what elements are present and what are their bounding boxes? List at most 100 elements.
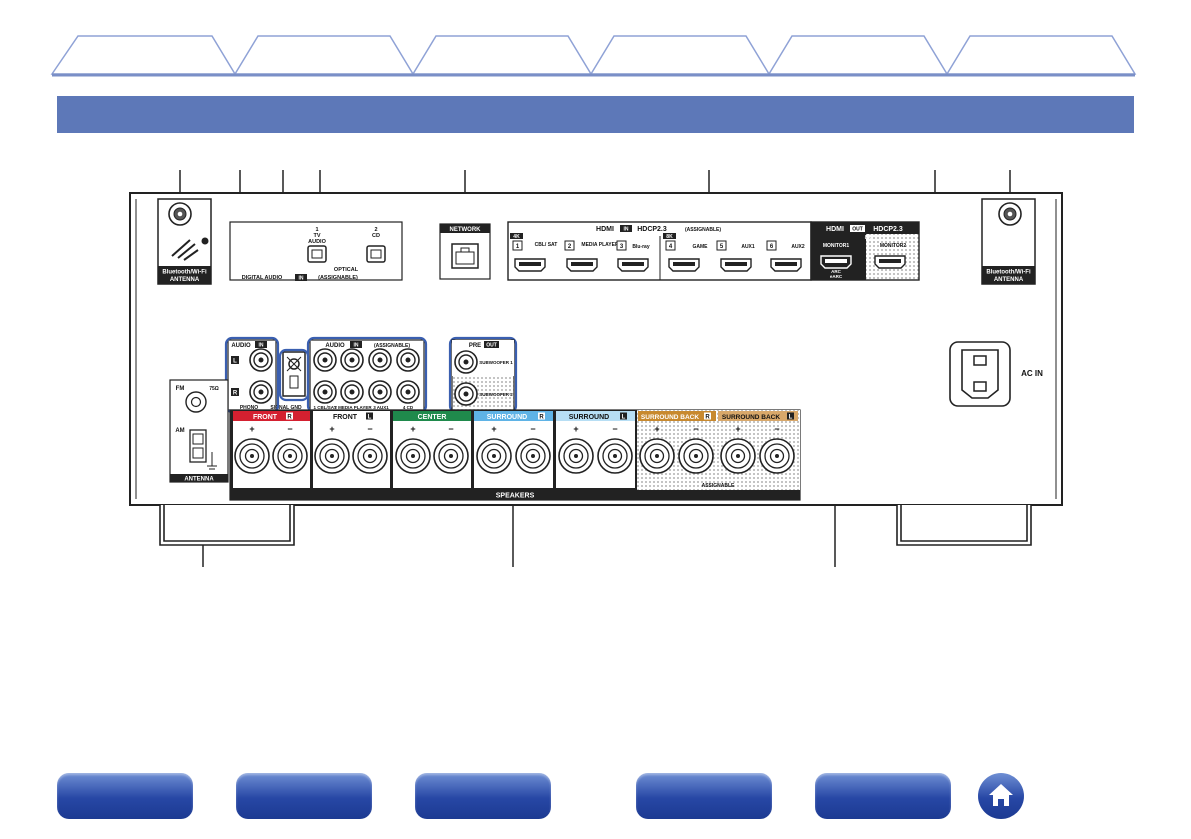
svg-text:3: 3 (620, 244, 624, 250)
svg-text:+: + (329, 424, 334, 434)
section-header-band (57, 96, 1134, 133)
svg-text:PRE: PRE (469, 343, 481, 349)
svg-text:ARC: ARC (831, 269, 841, 274)
svg-text:+: + (249, 424, 254, 434)
hdmi-input-2: 2 MEDIA PLAYER (564, 240, 619, 272)
nav-button-1[interactable] (57, 773, 193, 819)
svg-text:R: R (705, 415, 710, 421)
svg-text:SURROUND: SURROUND (569, 414, 609, 421)
svg-text:(ASSIGNABLE): (ASSIGNABLE) (374, 343, 410, 349)
svg-text:−: − (448, 424, 453, 434)
svg-text:L: L (789, 415, 793, 421)
svg-text:HDCP2.3: HDCP2.3 (873, 226, 903, 233)
svg-text:TV: TV (313, 233, 320, 239)
svg-text:CENTER: CENTER (418, 414, 447, 421)
svg-text:1 CBL/SAT: 1 CBL/SAT (314, 405, 337, 410)
svg-text:AM: AM (175, 428, 184, 434)
speaker-front-l: FRONT L + − (313, 411, 390, 488)
tuner-antenna: FM 75Ω AM ANTENNA (169, 379, 229, 483)
svg-text:−: − (612, 424, 617, 434)
svg-text:OPTICAL: OPTICAL (334, 267, 359, 273)
svg-text:ANTENNA: ANTENNA (184, 477, 214, 483)
speaker-terminals: FRONT R + − FRONT L + − CENTER + − (229, 409, 801, 501)
svg-text:AUX1: AUX1 (741, 244, 755, 250)
nav-button-2[interactable] (236, 773, 372, 819)
svg-text:3 AUX1: 3 AUX1 (373, 405, 389, 410)
home-button[interactable] (978, 773, 1024, 819)
tab-5[interactable] (767, 35, 949, 75)
svg-text:AUX2: AUX2 (791, 244, 805, 250)
network-port: NETWORK (439, 223, 491, 280)
tab-2[interactable] (233, 35, 415, 75)
svg-text:FRONT: FRONT (253, 414, 278, 421)
svg-text:R: R (287, 415, 292, 421)
svg-text:SUBWOOFER 2: SUBWOOFER 2 (479, 392, 513, 397)
svg-text:eARC: eARC (830, 274, 843, 279)
svg-text:L: L (368, 415, 372, 421)
svg-text:R: R (233, 391, 238, 397)
svg-text:+: + (410, 424, 415, 434)
audio-in-assignable: AUDIO IN (ASSIGNABLE) 1 CBL/SAT 2 MEDIA … (309, 339, 425, 411)
tab-6[interactable] (945, 35, 1137, 75)
svg-text:AC IN: AC IN (1021, 369, 1043, 378)
svg-text:IN: IN (354, 343, 359, 349)
nav-button-5[interactable] (815, 773, 951, 819)
nav-button-4[interactable] (636, 773, 772, 819)
svg-text:−: − (287, 424, 292, 434)
tab-1[interactable] (50, 35, 237, 75)
hdmi-input-6: 6 AUX2 (766, 240, 805, 272)
pre-out-subwoofer: PRE OUT SUBWOOFER 1 SUBWOOFER 2 (451, 339, 515, 411)
svg-text:PHONO: PHONO (240, 405, 258, 411)
svg-text:+: + (573, 424, 578, 434)
hdmi-out-panel: HDMI OUT HDCP2.3 8K MONITOR1 MONITOR2 AR… (810, 221, 920, 281)
bt-label-right: Bluetooth/Wi-Fi (986, 270, 1031, 276)
hdmi-input-1: 1 CBL/ SAT (512, 240, 558, 272)
tab-4[interactable] (589, 35, 771, 75)
digital-audio-optical-in: 1 TV AUDIO 2 CD OPTICAL DIGITAL AUDIO IN… (229, 221, 403, 282)
svg-text:−: − (774, 424, 779, 434)
tab-3[interactable] (411, 35, 593, 75)
svg-text:HDMI: HDMI (596, 226, 614, 233)
svg-text:5: 5 (720, 244, 724, 250)
svg-text:FM: FM (176, 386, 185, 392)
svg-text:DIGITAL AUDIO: DIGITAL AUDIO (242, 275, 283, 281)
svg-text:OUT: OUT (852, 227, 863, 233)
svg-text:FRONT: FRONT (333, 414, 358, 421)
svg-text:ASSIGNABLE: ASSIGNABLE (702, 483, 735, 489)
svg-text:4 CD: 4 CD (403, 405, 414, 410)
svg-text:(ASSIGNABLE): (ASSIGNABLE) (318, 275, 358, 281)
speaker-front-r: FRONT R + − (233, 411, 310, 488)
svg-text:HDCP2.3: HDCP2.3 (637, 226, 667, 233)
svg-text:1: 1 (516, 244, 520, 250)
speaker-surround-l: SURROUND L + − (556, 411, 635, 488)
svg-text:R: R (539, 415, 544, 421)
svg-text:SURROUND BACK: SURROUND BACK (722, 414, 780, 421)
svg-text:2: 2 (374, 227, 377, 233)
svg-text:+: + (491, 424, 496, 434)
tab-bar (0, 0, 1191, 80)
nav-button-3[interactable] (415, 773, 551, 819)
svg-text:6: 6 (770, 244, 774, 250)
hdmi-input-5: 5 AUX1 (716, 240, 755, 272)
svg-text:8K: 8K (865, 235, 872, 241)
svg-text:2: 2 (568, 244, 572, 250)
home-icon (989, 784, 1013, 806)
speaker-surround-back-r: SURROUND BACK R + − (638, 411, 716, 474)
svg-text:2 MEDIA PLAYER: 2 MEDIA PLAYER (334, 405, 372, 410)
speaker-surround-r: SURROUND R + − (474, 411, 553, 488)
svg-text:CD: CD (372, 233, 380, 239)
bt-wifi-antenna-left: Bluetooth/Wi-Fi ANTENNA (157, 198, 212, 285)
svg-text:SIGNAL GND: SIGNAL GND (270, 405, 302, 411)
speaker-center: CENTER + − (393, 411, 471, 488)
svg-text:8K: 8K (666, 234, 673, 240)
svg-text:NETWORK: NETWORK (450, 227, 482, 233)
svg-text:AUDIO: AUDIO (231, 343, 251, 349)
ac-in-socket: AC IN (949, 341, 1043, 407)
svg-text:CBL/ SAT: CBL/ SAT (535, 242, 558, 248)
hdmi-in-panel: HDMI IN HDCP2.3 (ASSIGNABLE) 4K 8K 1 CBL… (507, 221, 812, 281)
svg-text:MEDIA PLAYER: MEDIA PLAYER (581, 242, 619, 248)
svg-text:4: 4 (669, 244, 673, 250)
svg-text:4K: 4K (513, 234, 520, 240)
antenna-label-left: ANTENNA (170, 277, 200, 283)
svg-text:SPEAKERS: SPEAKERS (496, 493, 535, 500)
